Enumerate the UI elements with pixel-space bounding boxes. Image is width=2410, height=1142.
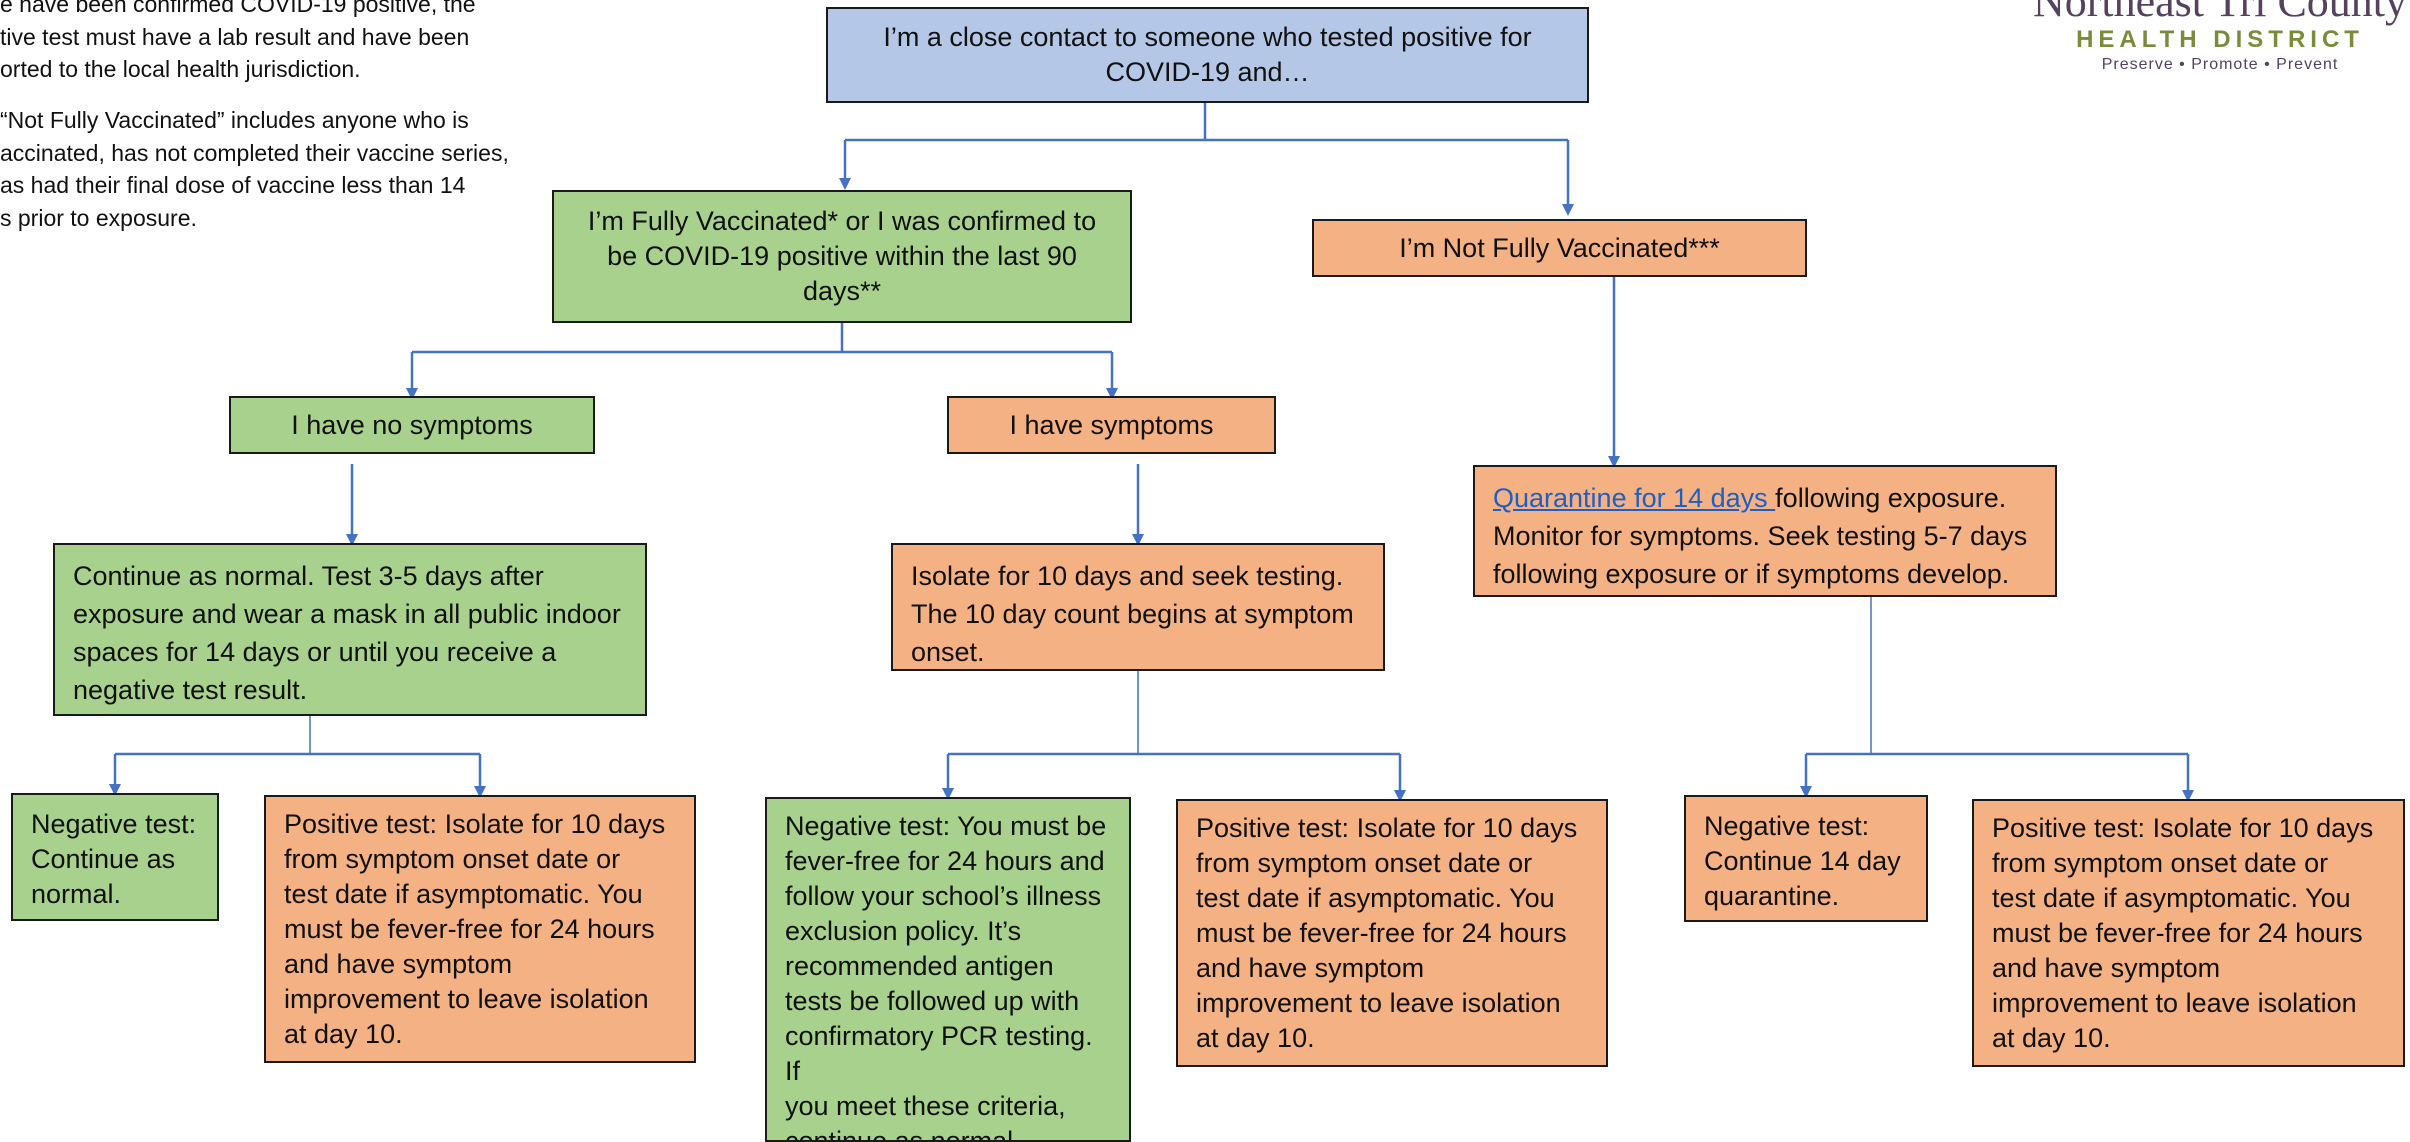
box-line: must be fever-free for 24 hours: [284, 914, 655, 944]
note-line: as had their final dose of vaccine less …: [0, 172, 466, 198]
not-fully-vaccinated-note: “Not Fully Vaccinated” includes anyone w…: [0, 104, 509, 234]
positive-test-box-1: Positive test: Isolate for 10 days from …: [264, 795, 696, 1063]
fully-vaccinated-box: I’m Fully Vaccinated* or I was confirmed…: [552, 190, 1132, 323]
box-line: must be fever-free for 24 hours: [1992, 918, 2363, 948]
quarantine-box: Quarantine for 14 days following exposur…: [1473, 465, 2057, 597]
box-line: test date if asymptomatic. You: [284, 879, 643, 909]
logo-district: HEALTH DISTRICT: [2076, 26, 2364, 53]
health-district-logo: Northeast Tri County HEALTH DISTRICT Pre…: [2030, 0, 2410, 73]
quarantine-link[interactable]: Quarantine for 14 days: [1493, 483, 1776, 513]
box-line: following exposure or if symptoms develo…: [1493, 559, 2010, 589]
box-line: Monitor for symptoms. Seek testing 5-7 d…: [1493, 521, 2028, 551]
note-line: e have been confirmed COVID-19 positive,…: [0, 0, 476, 17]
box-line: you meet these criteria,: [785, 1091, 1066, 1121]
box-line: fever-free for 24 hours and: [785, 846, 1105, 876]
box-line: I’m Not Fully Vaccinated***: [1399, 232, 1720, 263]
box-line: Continue as: [31, 844, 176, 874]
box-line: I have no symptoms: [291, 409, 533, 440]
box-line: Negative test: You must be: [785, 811, 1107, 841]
no-symptoms-box: I have no symptoms: [229, 396, 595, 454]
box-line: improvement to leave isolation: [1196, 988, 1561, 1018]
box-line: following exposure.: [1775, 483, 2007, 513]
box-line: at day 10.: [1992, 1023, 2111, 1053]
close-contact-root-box: I’m a close contact to someone who teste…: [826, 7, 1589, 103]
box-line: test date if asymptomatic. You: [1992, 883, 2351, 913]
continue-as-normal-box: Continue as normal. Test 3-5 days after …: [53, 543, 647, 716]
box-line: quarantine.: [1704, 881, 1840, 911]
symptoms-box: I have symptoms: [947, 396, 1276, 454]
box-line: days**: [802, 276, 882, 306]
box-line: Continue 14 day: [1704, 846, 1901, 876]
box-line: Positive test: Isolate for 10 days: [1196, 813, 1578, 843]
box-line: at day 10.: [1196, 1023, 1315, 1053]
box-line: from symptom onset date or: [284, 844, 621, 874]
negative-test-continue-box: Negative test: Continue as normal.: [11, 793, 219, 921]
box-line: test date if asymptomatic. You: [1196, 883, 1555, 913]
negative-test-quarantine-box: Negative test: Continue 14 day quarantin…: [1684, 795, 1928, 922]
box-line: at day 10.: [284, 1019, 403, 1049]
not-fully-vaccinated-box: I’m Not Fully Vaccinated***: [1312, 219, 1807, 277]
isolate-10-days-box: Isolate for 10 days and seek testing. Th…: [891, 543, 1385, 671]
box-line: onset.: [911, 637, 985, 667]
box-line: be COVID-19 positive within the last 90: [607, 241, 1077, 271]
box-line: improvement to leave isolation: [284, 984, 649, 1014]
box-line: exposure and wear a mask in all public i…: [73, 599, 621, 629]
note-line: tive test must have a lab result and hav…: [0, 23, 470, 50]
box-line: tests be followed up with: [785, 986, 1080, 1016]
box-line: follow your school’s illness: [785, 881, 1102, 911]
box-line: Continue as normal. Test 3-5 days after: [73, 561, 544, 591]
box-line: improvement to leave isolation: [1992, 988, 2357, 1018]
logo-name: Northeast Tri County: [2032, 0, 2408, 26]
box-line: from symptom onset date or: [1992, 848, 2329, 878]
box-line: recommended antigen: [785, 951, 1054, 981]
negative-test-symptoms-box: Negative test: You must be fever-free fo…: [765, 797, 1131, 1142]
box-line: continue as normal.: [785, 1126, 1021, 1142]
box-line: I’m a close contact to someone who teste…: [883, 22, 1532, 52]
box-line: and have symptom: [1196, 953, 1425, 983]
box-line: Negative test:: [1704, 811, 1870, 841]
box-line: exclusion policy. It’s: [785, 916, 1022, 946]
box-line: negative test result.: [73, 675, 308, 705]
positive-test-box-2: Positive test: Isolate for 10 days from …: [1176, 799, 1608, 1067]
box-line: I’m Fully Vaccinated* or I was confirmed…: [587, 206, 1097, 236]
note-line: accinated, has not completed their vacci…: [0, 139, 509, 166]
box-line: Isolate for 10 days and seek testing.: [911, 561, 1344, 591]
positive-test-box-3: Positive test: Isolate for 10 days from …: [1972, 799, 2405, 1067]
box-line: must be fever-free for 24 hours: [1196, 918, 1567, 948]
box-line: COVID-19 and…: [1105, 57, 1310, 87]
box-line: Positive test: Isolate for 10 days: [284, 809, 666, 839]
note-line: s prior to exposure.: [0, 204, 197, 231]
box-line: confirmatory PCR testing. If: [785, 1021, 1093, 1086]
box-line: Negative test:: [31, 809, 197, 839]
box-line: from symptom onset date or: [1196, 848, 1533, 878]
box-line: normal.: [31, 879, 122, 909]
box-line: and have symptom: [284, 949, 513, 979]
box-line: I have symptoms: [1009, 409, 1214, 440]
box-line: Positive test: Isolate for 10 days: [1992, 813, 2374, 843]
logo-tagline: Preserve • Promote • Prevent: [2101, 56, 2339, 73]
box-line: spaces for 14 days or until you receive …: [73, 637, 557, 667]
box-line: and have symptom: [1992, 953, 2221, 983]
note-line: “Not Fully Vaccinated” includes anyone w…: [0, 107, 469, 133]
note-line: orted to the local health jurisdiction.: [0, 56, 361, 82]
box-line: The 10 day count begins at symptom: [911, 599, 1354, 629]
positive-definition-note: e have been confirmed COVID-19 positive,…: [0, 0, 476, 86]
